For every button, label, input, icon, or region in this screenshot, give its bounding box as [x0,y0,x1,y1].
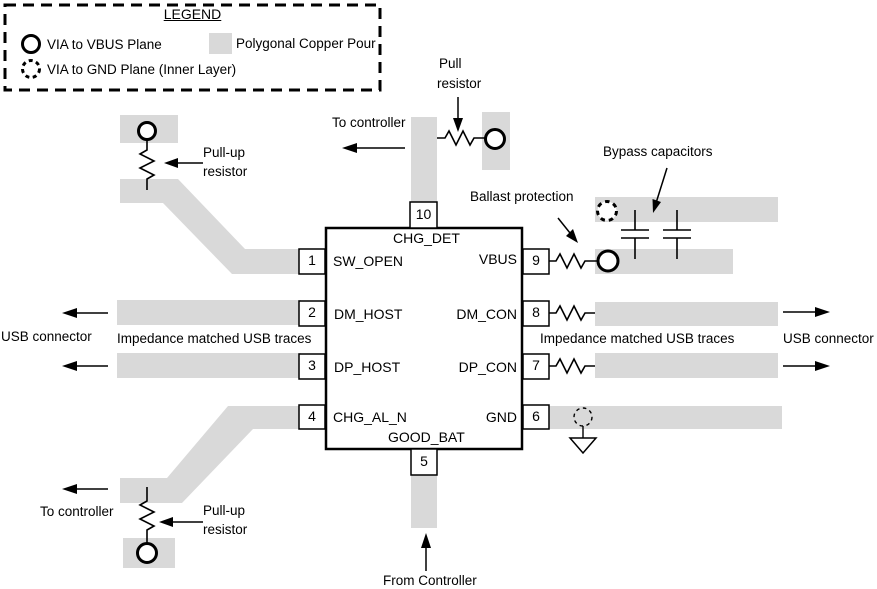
pin-8-number: 8 [532,304,540,320]
resistor-pullup-bottom [138,487,156,543]
label-pullup-bottom-line2: resistor [203,522,248,537]
pin-label-chg-det: CHG_DET [393,230,460,246]
pin-4-number: 4 [308,408,316,424]
via-vbus-pullup-top [137,121,157,141]
pin-7-box [522,353,550,380]
legend-title: LEGEND [163,6,222,22]
arrow-usb-left-dp-head [62,361,77,371]
arrow-pullup-top-head [164,158,178,168]
label-to-controller-top: To controller [332,115,406,130]
resistor-dm-con [549,304,595,322]
arrow-from-controller-head [421,533,431,548]
pin-10-number: 10 [415,206,432,222]
label-to-controller-bottom: To controller [40,504,114,519]
label-usb-connector-right: USB connector [783,331,874,346]
via-vbus-pull-resistor [484,128,506,150]
via-vbus-pullup-bottom [136,542,158,564]
copper-trace-dm-host [117,300,301,325]
label-pullup-top-line2: resistor [203,164,248,179]
pin-10-box [409,201,438,229]
arrow-to-controller-bottom-head [62,484,77,494]
pin-3-box [298,353,326,380]
arrow-to-controller-top-head [342,143,357,153]
arrow-ballast-line [557,217,571,234]
label-bypass-capacitors: Bypass capacitors [603,144,713,159]
arrow-bypass-line [655,167,668,204]
legend-label-via-gnd: VIA to GND Plane (Inner Layer) [47,62,237,77]
copper-trace-dp-con [595,353,778,378]
label-impedance-left: Impedance matched USB traces [117,331,312,346]
capacitor-bypass-1 [621,210,649,259]
resistor-pullup-top [138,140,156,190]
legend-via-vbus-symbol [21,34,41,54]
resistor-pull-top [437,129,485,147]
pin-2-box [298,300,326,327]
arrow-usb-right-dm-head [815,307,830,317]
copper-trace-sw-open [120,179,301,274]
pin-label-dp-con: DP_CON [458,359,517,375]
arrow-pullup-bottom-head [159,517,173,527]
label-from-controller: From Controller [383,573,477,588]
label-pull-resistor-line2: resistor [437,76,482,91]
label-impedance-right: Impedance matched USB traces [540,331,735,346]
copper-trace-gnd [549,406,782,429]
via-vbus-pin9 [596,249,620,273]
arrow-pull-resistor-head [453,118,463,132]
pin-label-good-bat: GOOD_BAT [388,429,465,445]
arrow-usb-right-dp-head [815,361,830,371]
copper-trace-chg-det [411,117,437,203]
pin-label-vbus: VBUS [478,251,517,267]
pin-label-chg-al-n: CHG_AL_N [333,409,407,425]
pin-4-box [298,404,326,430]
pin-7-number: 7 [532,357,540,373]
resistor-ballast-vbus [549,252,598,270]
legend-box [3,3,382,92]
gnd-symbol [568,437,598,455]
pin-label-sw-open: SW_OPEN [333,253,404,269]
ic-body [324,226,524,451]
legend-via-gnd-symbol [21,59,41,79]
pin-9-number: 9 [532,252,540,268]
pin-label-gnd: GND [485,409,517,425]
pin-5-box [410,448,438,476]
label-pullup-bottom-line1: Pull-up [203,503,246,518]
pin-label-dm-con: DM_CON [456,306,517,322]
copper-trace-chg-al-n [120,406,301,503]
label-ballast-protection: Ballast protection [470,189,574,204]
capacitor-bypass-2 [663,210,691,259]
arrow-usb-left-dm-head [62,308,77,318]
arrow-bypass-head [652,199,661,213]
pin-1-box [298,248,326,275]
pin-1-number: 1 [308,252,316,268]
pin-6-box [522,404,550,430]
pin-6-number: 6 [532,408,540,424]
resistor-dp-con [549,357,595,375]
pin-2-number: 2 [308,304,316,320]
copper-trace-dp-host [117,353,301,378]
copper-trace-good-bat [411,475,437,528]
pin-label-dm-host: DM_HOST [334,306,403,322]
pin-5-number: 5 [420,453,428,469]
legend-label-copper-pour: Polygonal Copper Pour [236,36,376,51]
label-pull-resistor-line1: Pull [439,56,462,71]
via-gnd-bypass [596,200,618,222]
label-usb-connector-left: USB connector [1,329,92,344]
legend-label-via-vbus: VIA to VBUS Plane [47,37,162,52]
copper-pour-gnd-top-right [595,197,778,222]
label-pullup-top-line1: Pull-up [203,145,246,160]
legend-copper-swatch [209,33,232,54]
copper-trace-dm-con [595,302,778,326]
arrow-ballast-head [566,229,578,243]
pin-8-box [522,300,550,327]
pin-3-number: 3 [308,357,316,373]
pin-label-dp-host: DP_HOST [334,359,401,375]
